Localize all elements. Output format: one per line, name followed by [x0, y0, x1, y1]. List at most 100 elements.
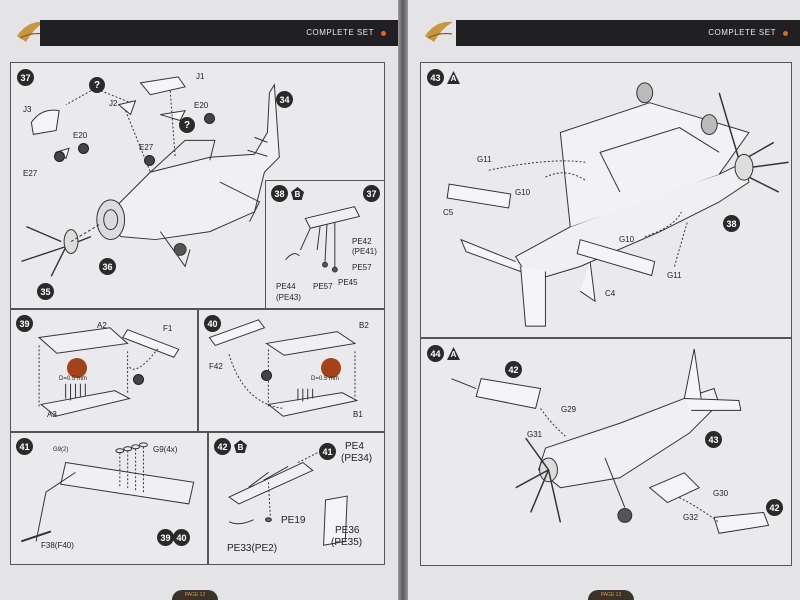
part-label: J1 — [196, 72, 205, 81]
assembly-panel-43: 43 A 38 G11 G10 C5 G10 C4 G11 — [420, 62, 792, 338]
glue-icon — [144, 155, 155, 166]
book-gutter — [398, 0, 408, 600]
step-number: 40 — [204, 315, 221, 332]
page-number: PAGE 13 — [600, 592, 622, 598]
header-dot-icon — [783, 31, 788, 36]
step-number: 41 — [16, 438, 33, 455]
left-page: COMPLETE SET — [0, 0, 398, 600]
part-label: G11 — [477, 155, 492, 164]
header-dot-icon — [381, 31, 386, 36]
part-label: E20 — [194, 101, 209, 110]
assembly-panel-39: 39 A2 F1 D=0.5 mm A3 — [10, 309, 198, 432]
page-number-tab: PAGE 13 — [588, 590, 634, 600]
page-number: PAGE 12 — [184, 592, 206, 598]
variant-marker-b: B — [291, 187, 304, 200]
part-label: C4 — [605, 289, 616, 298]
step-reference: 38 — [723, 215, 740, 232]
part-label: (PE41) — [352, 247, 377, 256]
part-label: (PE34) — [341, 453, 373, 464]
glue-icon — [204, 113, 215, 124]
part-label: (PE43) — [276, 293, 301, 302]
step-reference: 37 — [363, 185, 380, 202]
step-number: 37 — [17, 69, 34, 86]
step-number: 44 — [427, 345, 444, 362]
step-number: 43 — [427, 69, 444, 86]
part-label: J2 — [109, 99, 118, 108]
question-mark-icon: ? — [179, 117, 195, 133]
step-reference: 34 — [276, 91, 293, 108]
glue-icon — [78, 143, 89, 154]
part-label: E27 — [23, 169, 38, 178]
right-page: COMPLETE SET 43 A 38 — [408, 0, 800, 600]
part-label: J3 — [23, 105, 32, 114]
brand-logo — [422, 14, 456, 48]
step-reference: 41 — [319, 443, 336, 460]
glue-icon — [54, 151, 65, 162]
assembly-panel-41: 41 G9(4x) G9(2) F38(F40) 39 40 — [10, 432, 208, 565]
underside-assembly-drawing — [446, 82, 789, 327]
part-label: PE57 — [352, 263, 372, 272]
part-label: G29 — [561, 405, 577, 414]
wing-underside-drawing — [208, 319, 359, 417]
part-label: A2 — [97, 321, 107, 330]
warning-icon — [67, 358, 87, 378]
variant-marker-b: B — [234, 440, 247, 453]
glue-icon — [261, 370, 272, 381]
step-number: 42 — [214, 438, 231, 455]
wing-pylon-drawing — [21, 442, 195, 543]
part-label: PE57 — [313, 282, 333, 291]
question-mark-icon: ? — [89, 77, 105, 93]
step-number: 39 — [16, 315, 33, 332]
part-label: E27 — [139, 143, 154, 152]
dimension-label: D=0.5 mm — [311, 376, 339, 382]
step-reference: 43 — [705, 431, 722, 448]
part-label: G11 — [667, 271, 682, 280]
part-label: A3 — [47, 410, 57, 419]
part-label: PE33(PE2) — [227, 543, 278, 554]
header-label: COMPLETE SET — [306, 28, 374, 37]
fuselage-assembly-drawing — [21, 76, 280, 277]
assembly-panel-inset-38: 38 B 37 PE42 (PE41) PE57 PE57 PE45 PE44 … — [265, 180, 385, 309]
part-label: G31 — [527, 430, 543, 439]
step-reference: 36 — [99, 258, 116, 275]
part-label: E20 — [73, 131, 88, 140]
part-label: B2 — [359, 321, 369, 330]
step-reference: 39 — [157, 529, 174, 546]
wingtip-drawing — [228, 452, 348, 546]
part-label: G10 — [619, 235, 635, 244]
part-label: PE45 — [338, 278, 358, 287]
topside-assembly-drawing — [451, 348, 770, 534]
part-label: PE4 — [345, 441, 364, 452]
part-label: F42 — [209, 362, 223, 371]
step-reference: 35 — [37, 283, 54, 300]
header-label: COMPLETE SET — [708, 28, 776, 37]
part-label: G32 — [683, 513, 699, 522]
page-header: COMPLETE SET — [40, 20, 398, 46]
assembly-panel-44: 44 A 42 43 42 G29 G31 G30 G32 — [420, 338, 792, 566]
dimension-label: D=0.5 mm — [59, 376, 87, 382]
assembly-panel-42: 42 B 41 PE4 (PE34) PE19 PE36 (PE35) PE33… — [208, 432, 385, 565]
part-label: G9(2) — [53, 447, 69, 453]
part-label: B1 — [353, 410, 363, 419]
step-reference: 42 — [505, 361, 522, 378]
part-label: PE42 — [352, 237, 372, 246]
part-label: F1 — [163, 324, 173, 333]
warning-icon — [321, 358, 341, 378]
part-label: G9(4x) — [153, 445, 178, 454]
page-header: COMPLETE SET — [456, 20, 800, 46]
part-label: G30 — [713, 489, 729, 498]
inset-drawing — [285, 206, 361, 273]
part-label: (PE35) — [331, 537, 363, 548]
assembly-panel-40: 40 B2 F42 D=0.5 mm B1 — [198, 309, 385, 432]
step-reference: 42 — [766, 499, 783, 516]
wing-underside-drawing — [37, 327, 180, 417]
part-label: PE19 — [281, 515, 306, 526]
part-label: G10 — [515, 188, 531, 197]
glue-icon — [133, 374, 144, 385]
step-number: 38 — [271, 185, 288, 202]
step-reference: 40 — [173, 529, 190, 546]
page-number-tab: PAGE 12 — [172, 590, 218, 600]
part-label: F38(F40) — [41, 541, 74, 550]
part-label: C5 — [443, 208, 454, 217]
part-label: PE44 — [276, 282, 296, 291]
